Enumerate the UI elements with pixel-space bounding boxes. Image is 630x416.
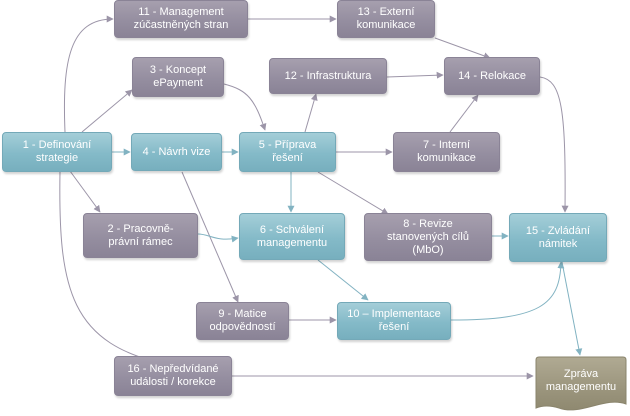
node-6-schvaleni-managementu: 6 - Schválení managementu <box>239 213 345 260</box>
node-10-implementace-reseni: 10 – Implementace řešení <box>337 302 451 340</box>
edge-12-to-14 <box>386 71 444 79</box>
node-2-pracovne-pravni-ramec: 2 - Pracovně- právní rámec <box>83 213 198 258</box>
node-5-priprava-reseni: 5 - Příprava řešení <box>239 132 336 172</box>
node-zprava-managementu: Zpráva managementu <box>535 356 627 414</box>
edge-1-to-2 <box>69 170 101 213</box>
edge-10-to-15 <box>450 261 565 321</box>
node-15-zvladani-namitek: 15 - Zvládání námitek <box>509 213 607 262</box>
edge-15-to-out <box>561 261 583 356</box>
edge-13-to-14 <box>434 37 491 60</box>
edge-4-to-9 <box>181 171 239 303</box>
node-13-externi-komunikace: 13 - Externí komunikace <box>337 0 435 38</box>
edge-1-to-11 <box>63 15 114 133</box>
edge-3-to-5 <box>223 83 267 131</box>
node-12-infrastruktura: 12 - Infrastruktura <box>269 58 387 94</box>
node-9-matice-odpovednosti: 9 - Matice odpovědností <box>196 302 289 340</box>
node-3-koncept-epayment: 3 - Koncept ePayment <box>132 57 224 97</box>
node-1-definovani-strategie: 1 - Definování strategie <box>2 132 112 172</box>
edge-5-to-12 <box>304 93 318 133</box>
edge-7-to-14 <box>449 94 479 133</box>
edge-14-to-15 <box>539 76 569 213</box>
edge-6-to-10 <box>317 259 369 301</box>
edge-2-to-6 <box>197 233 239 243</box>
document-shape <box>535 356 627 411</box>
zprava-label: Zpráva managementu <box>545 368 617 393</box>
edge-1-to-3 <box>81 89 133 133</box>
node-8-revize-stanovenych-cilu: 8 - Revize stanovených cílů (MbO) <box>364 213 492 261</box>
node-14-relokace: 14 - Relokace <box>444 57 540 95</box>
edge-5-to-8 <box>317 171 389 215</box>
node-4-navrh-vize: 4 - Návrh vize <box>131 133 222 171</box>
node-11-management-zucastnenych-stran: 11 - Management zúčastněných stran <box>114 0 248 38</box>
node-7-interni-komunikace: 7 - Interní komunikace <box>393 132 500 172</box>
node-16-nepredvidane-udalosti-korekce: 16 - Nepředvídané události / korekce <box>114 356 232 396</box>
edge-1-to-16 <box>59 170 171 368</box>
